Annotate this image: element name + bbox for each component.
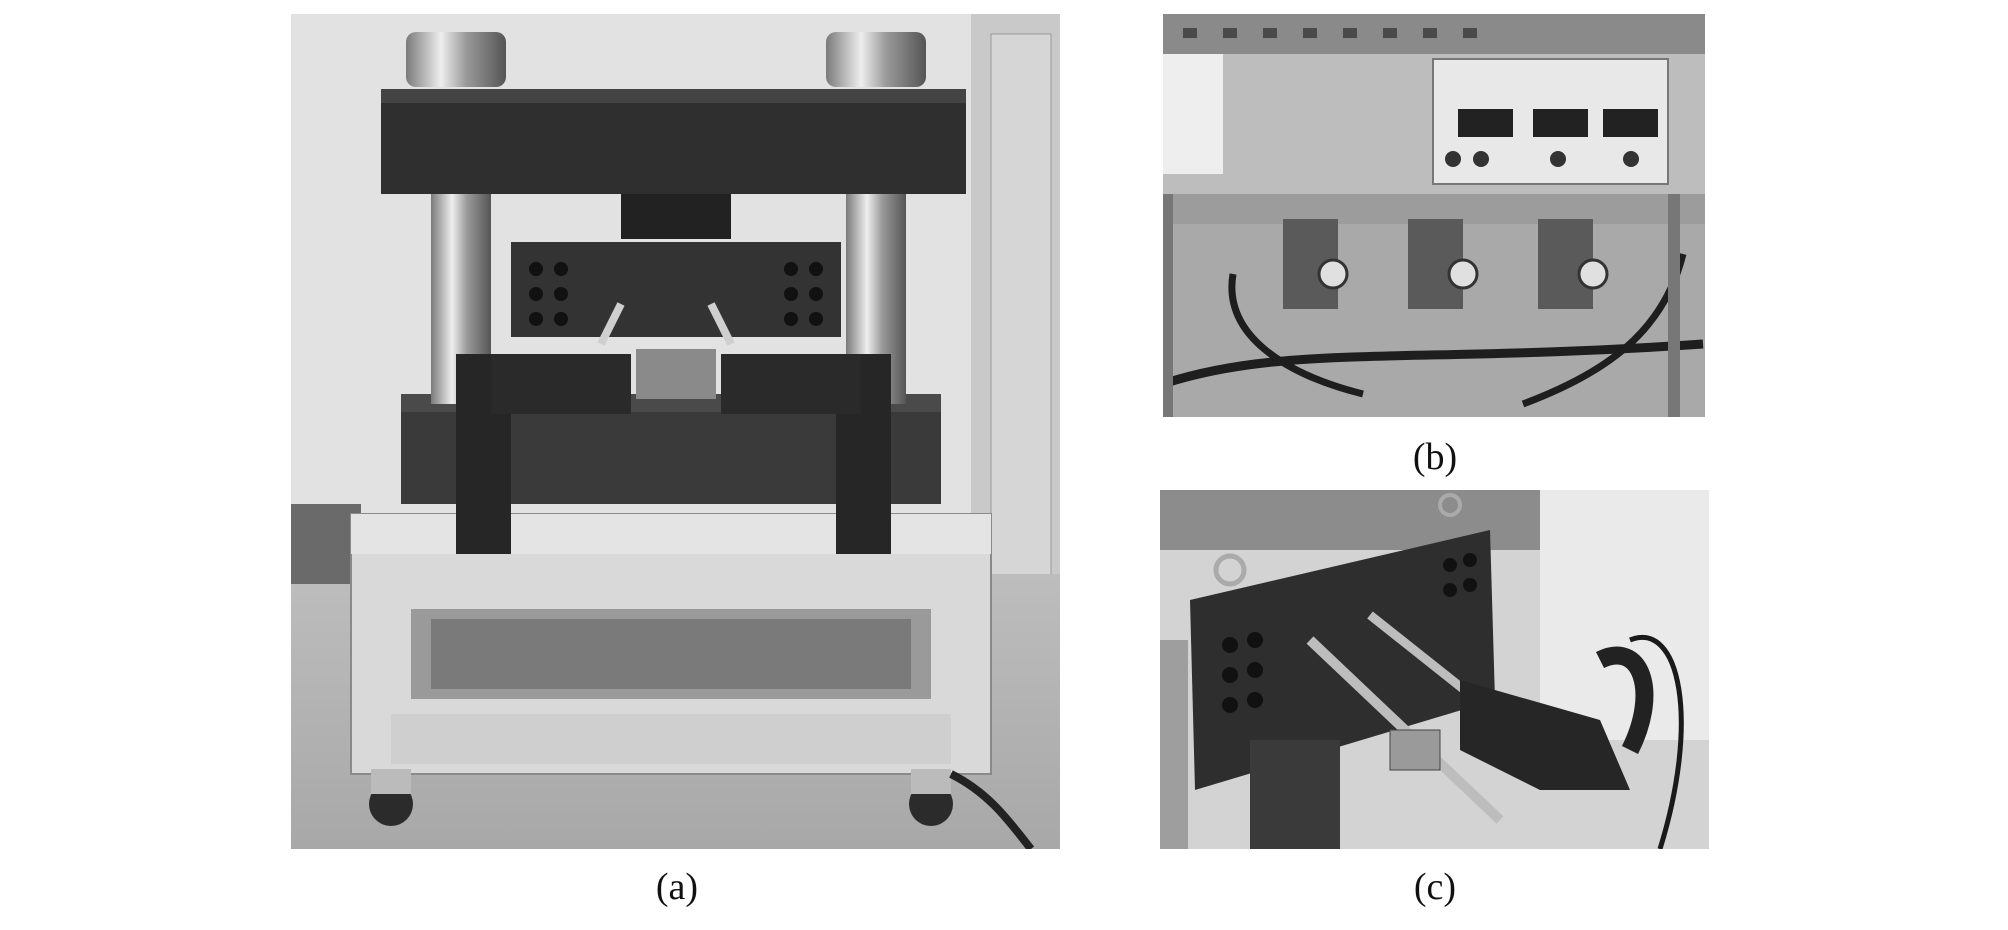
caption-b: (b) — [1412, 436, 1458, 478]
photo-panel-c — [1160, 490, 1709, 849]
hydraulic-controller-illustration — [1163, 14, 1705, 417]
caption-a: (a) — [655, 866, 699, 908]
caption-c: (c) — [1413, 866, 1457, 908]
drill-closeup-illustration — [1160, 490, 1709, 849]
photo-panel-a — [291, 14, 1060, 849]
photo-panel-b — [1163, 14, 1705, 417]
press-machine-illustration — [291, 14, 1060, 849]
